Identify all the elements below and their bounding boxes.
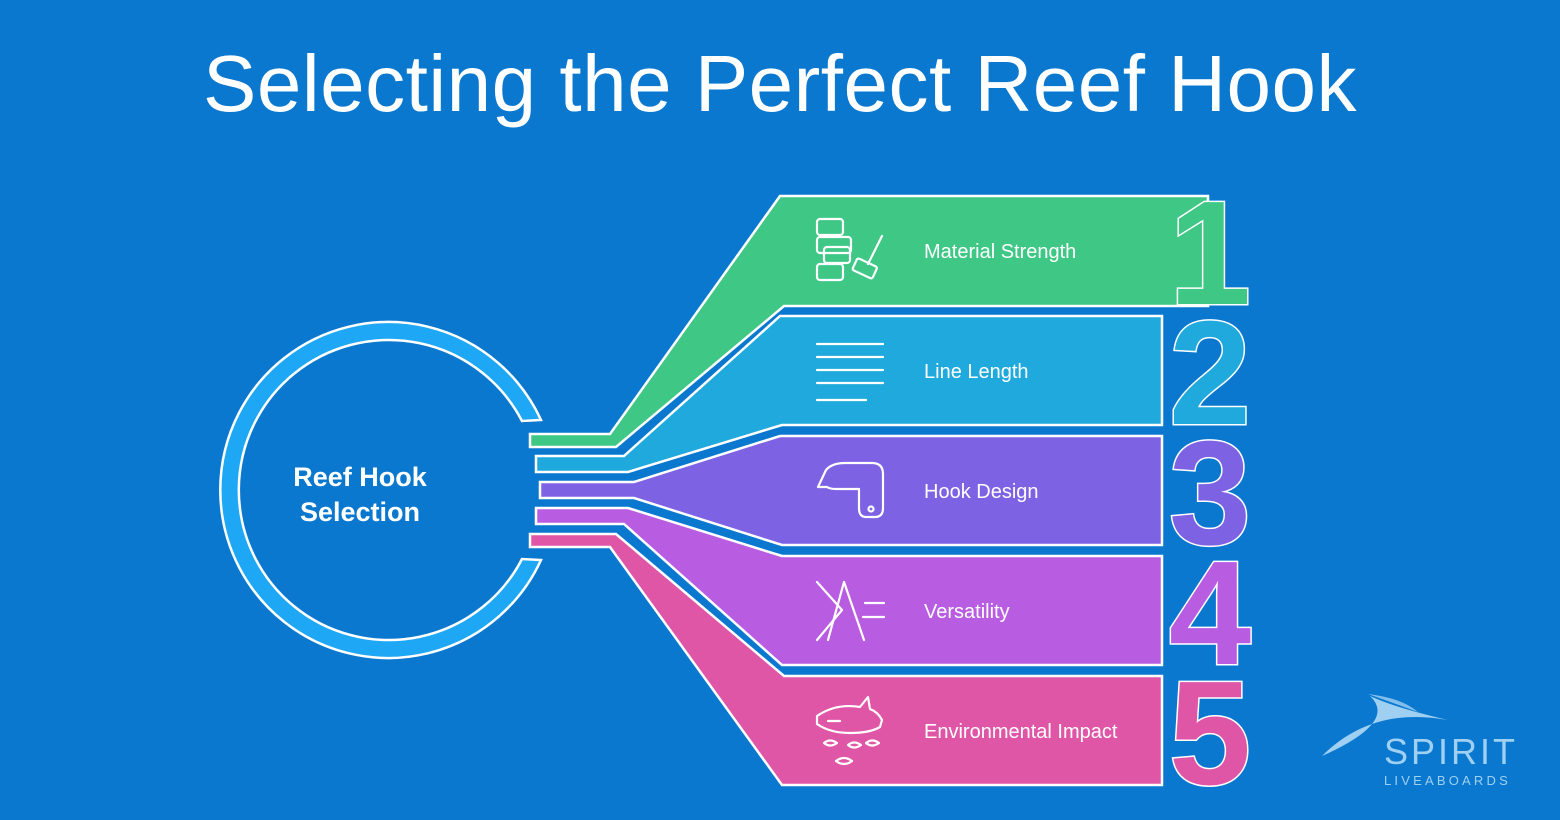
logo-name: SPIRIT xyxy=(1384,731,1519,772)
shark-and-fish-icon xyxy=(815,695,884,766)
band-1 xyxy=(528,194,1210,449)
blocks-and-hammer-icon xyxy=(815,217,884,282)
center-label-line1: Reef Hook xyxy=(293,462,427,492)
band-4 xyxy=(534,506,1164,667)
band-3 xyxy=(538,434,1164,547)
item-label-2: Line Length xyxy=(924,361,1029,383)
number-2: 2 xyxy=(1169,291,1251,456)
item-label-4: Versatility xyxy=(924,601,1010,623)
item-label-1: Material Strength xyxy=(924,241,1077,263)
number-3: 3 xyxy=(1169,411,1251,576)
logo-tagline: LIVEABOARDS xyxy=(1384,773,1511,788)
number-5: 5 xyxy=(1169,651,1251,816)
number-4: 4 xyxy=(1169,531,1251,696)
lambda-icon xyxy=(815,580,886,642)
number-1: 1 xyxy=(1169,171,1251,336)
band-2 xyxy=(534,314,1164,474)
spirit-logo-swoosh xyxy=(1322,694,1448,756)
center-label: Reef Hook Selection xyxy=(250,460,470,530)
hook-icon xyxy=(816,461,885,519)
center-ring xyxy=(219,320,543,660)
bands xyxy=(528,194,1210,787)
item-label-5: Environmental Impact xyxy=(924,721,1118,743)
page-title: Selecting the Perfect Reef Hook xyxy=(203,39,1357,128)
center-label-line2: Selection xyxy=(299,497,421,527)
band-5 xyxy=(528,532,1164,787)
item-label-3: Hook Design xyxy=(924,481,1039,503)
text-lines-icon xyxy=(815,342,885,402)
